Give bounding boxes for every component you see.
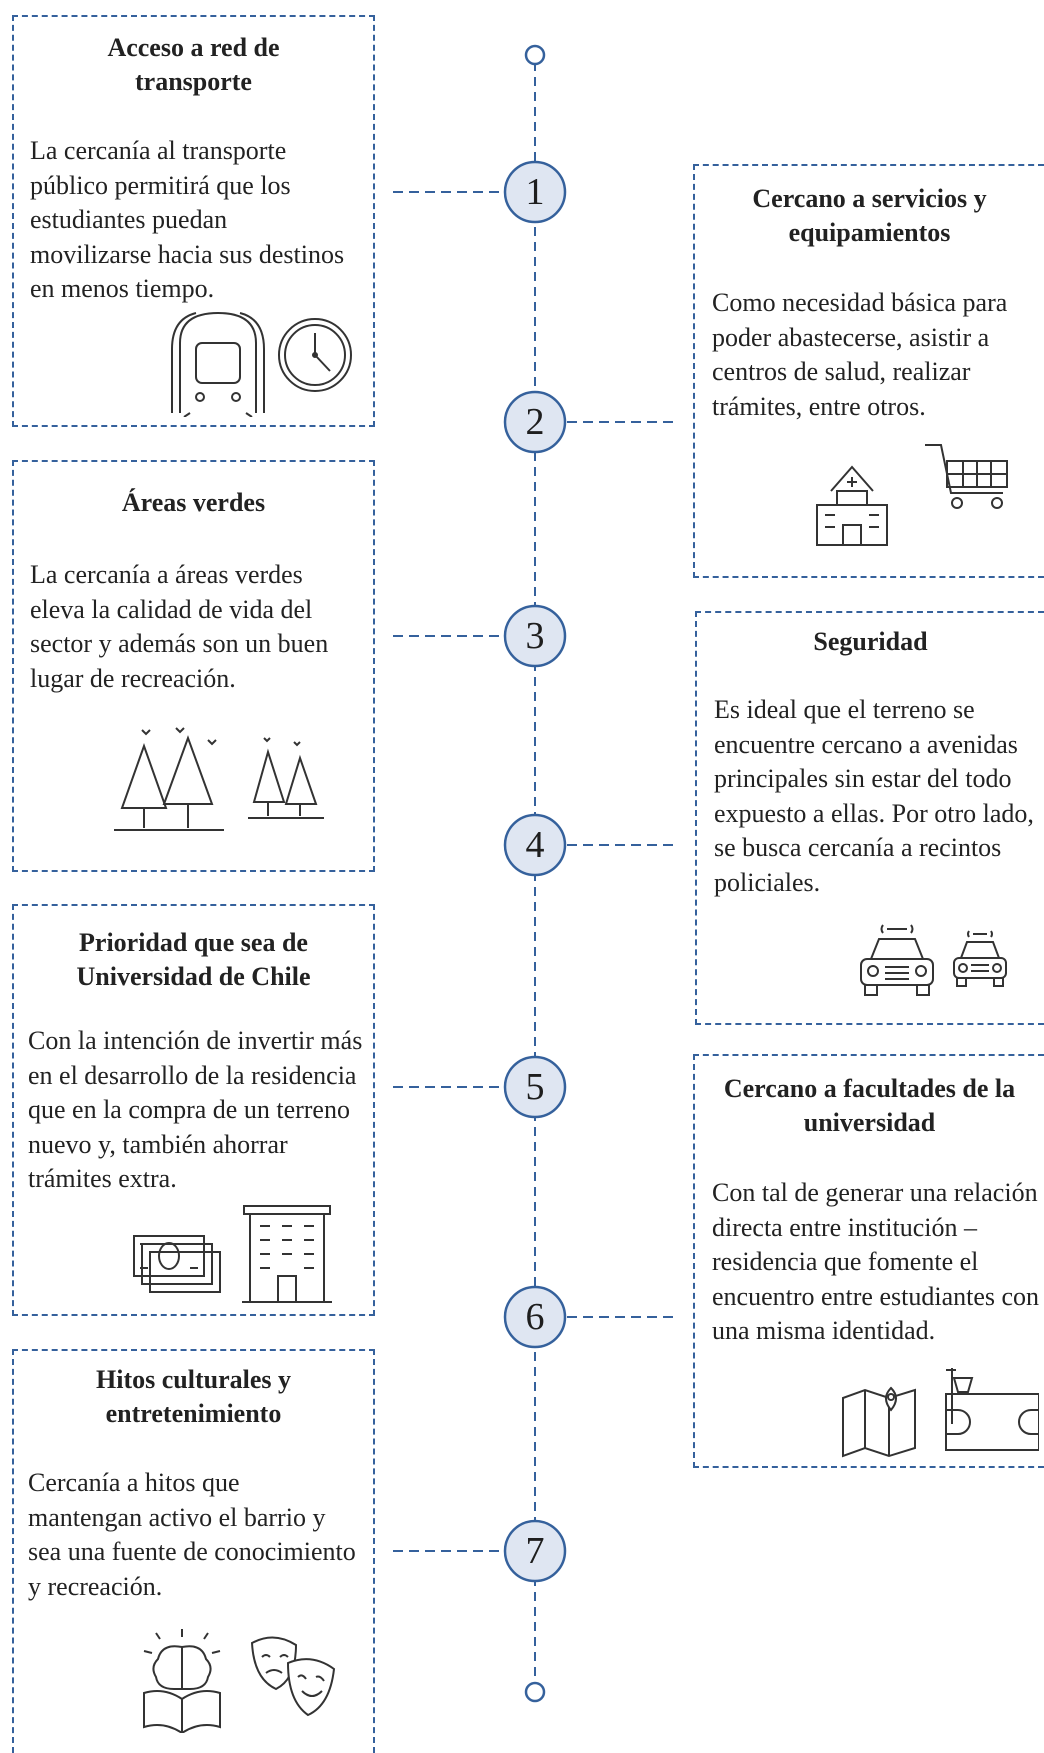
small-trees-icon bbox=[248, 732, 328, 822]
node-number-1: 1 bbox=[525, 171, 545, 213]
card-title: Hitos culturales y entretenimiento bbox=[96, 1365, 291, 1428]
node-number-7: 7 bbox=[525, 1530, 545, 1572]
timeline-end-cap bbox=[524, 1681, 546, 1703]
theater-masks-icon bbox=[248, 1633, 340, 1725]
card-body: Con la intención de invertir más en el d… bbox=[28, 1026, 363, 1193]
timeline-start-cap bbox=[524, 44, 546, 66]
card-title: Prioridad que sea de Universidad de Chil… bbox=[76, 928, 311, 991]
money-icon bbox=[132, 1234, 224, 1298]
node-number-3: 3 bbox=[525, 615, 545, 657]
police-car-icon bbox=[857, 921, 937, 1001]
card-title: Cercano a facultades de la universidad bbox=[723, 1074, 1016, 1137]
shopping-cart-icon bbox=[923, 441, 1013, 511]
brain-book-icon bbox=[140, 1629, 224, 1733]
card-body: Con tal de generar una relación directa … bbox=[712, 1178, 1040, 1345]
card-body: La cercanía al transporte público permit… bbox=[30, 136, 345, 303]
trees-icon bbox=[114, 724, 234, 834]
node-number-2: 2 bbox=[525, 401, 545, 443]
node-number-4: 4 bbox=[525, 824, 545, 866]
node-circle-6 bbox=[503, 1285, 567, 1349]
card-green-areas: Áreas verdes La cercanía a áreas verdes … bbox=[12, 460, 375, 872]
card-title: Cercano a servicios y equipamientos bbox=[752, 184, 987, 247]
node-number-6: 6 bbox=[525, 1296, 545, 1338]
card-faculties: Cercano a facultades de la universidad C… bbox=[693, 1054, 1044, 1468]
small-police-car-icon bbox=[951, 928, 1009, 994]
node-number-5: 5 bbox=[525, 1066, 545, 1108]
timeline-nodes bbox=[503, 160, 567, 1583]
basketball-court-icon bbox=[944, 1366, 1039, 1452]
node-circle-3 bbox=[503, 604, 567, 668]
map-icon bbox=[841, 1384, 917, 1460]
node-circle-4 bbox=[503, 813, 567, 877]
card-services: Cercano a servicios y equipamientos Como… bbox=[693, 164, 1044, 578]
node-circle-5 bbox=[503, 1055, 567, 1119]
train-icon bbox=[166, 309, 271, 417]
building-icon bbox=[242, 1204, 332, 1304]
card-title: Acceso a red de transporte bbox=[107, 33, 280, 96]
card-cultural: Hitos culturales y entretenimiento Cerca… bbox=[12, 1349, 375, 1753]
card-title: Seguridad bbox=[813, 627, 928, 656]
card-security: Seguridad Es ideal que el terreno se enc… bbox=[695, 611, 1044, 1025]
node-circle-7 bbox=[503, 1519, 567, 1583]
node-circle-2 bbox=[503, 390, 567, 454]
card-body: Como necesidad básica para poder abastec… bbox=[712, 288, 1008, 421]
card-body: Cercanía a hitos que mantengan activo el… bbox=[28, 1468, 356, 1601]
card-title: Áreas verdes bbox=[121, 488, 266, 517]
card-transport: Acceso a red de transporte La cercanía a… bbox=[12, 15, 375, 427]
card-body: Es ideal que el terreno se encuentre cer… bbox=[714, 695, 1034, 897]
card-university-priority: Prioridad que sea de Universidad de Chil… bbox=[12, 904, 375, 1316]
clock-icon bbox=[276, 315, 354, 395]
card-body: La cercanía a áreas verdes eleva la cali… bbox=[30, 560, 329, 693]
hospital-icon bbox=[811, 461, 893, 546]
node-circle-1 bbox=[503, 160, 567, 224]
